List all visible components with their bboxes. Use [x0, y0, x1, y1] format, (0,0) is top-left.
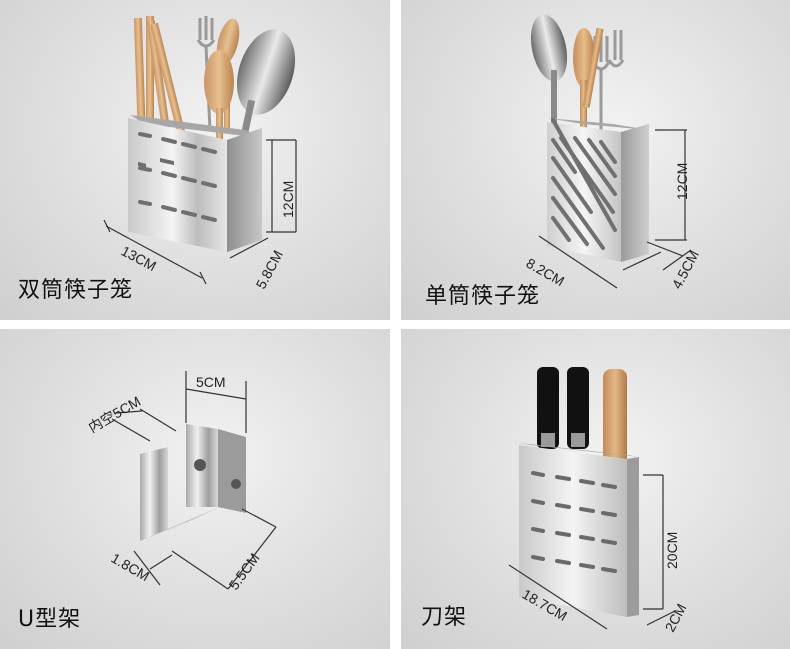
dim-height-label: 12CM: [280, 181, 296, 218]
product-u-rack: 5CM 内空5CM 5.5CM 1.8CM U型架: [0, 329, 390, 649]
dim-depth-label: 1.8CM: [109, 550, 153, 584]
caption-single-holder: 单筒筷子笼: [425, 284, 541, 309]
dim-height-label: 12CM: [674, 163, 690, 200]
u-rack-illustration: 5CM 内空5CM 5.5CM 1.8CM: [86, 371, 277, 593]
dimension-lines: [538, 129, 692, 289]
product-double-chopstick-holder: 13CM 5.8CM 12CM 双筒筷子笼: [0, 0, 390, 320]
dim-inner-label: 内空5CM: [86, 393, 144, 436]
caption-knife-rack: 刀架: [421, 605, 468, 630]
double-holder-box: [128, 115, 262, 252]
single-holder-illustration: 8.2CM 4.5CM 12CM: [524, 14, 702, 291]
caption-u-rack: U型架: [18, 607, 82, 632]
knife-handles: [537, 367, 627, 467]
dimension-lines: [508, 474, 676, 630]
single-holder-box: [547, 118, 649, 262]
dim-depth-label: 4.5CM: [669, 247, 702, 291]
dim-width-label: 13CM: [119, 243, 159, 275]
screw-hole-icon: [194, 459, 206, 471]
dim-top-label: 5CM: [196, 374, 226, 390]
screw-hole-icon: [231, 479, 241, 489]
steel-spoon: [236, 29, 296, 115]
chopsticks: [133, 16, 185, 137]
product-knife-rack: 18.7CM 2CM 20CM 刀架: [401, 329, 790, 649]
u-rack: [140, 424, 246, 541]
steel-spoon: [530, 14, 568, 82]
knife-rack-illustration: 18.7CM 2CM 20CM: [508, 367, 690, 635]
wooden-spatula: [204, 50, 234, 114]
knife-rack-body: [519, 443, 639, 617]
dim-depth-label: 2CM: [662, 601, 690, 635]
dimension-lines: [111, 371, 277, 590]
caption-double-holder: 双筒筷子笼: [18, 278, 134, 303]
dim-depth-label: 5.8CM: [253, 247, 286, 291]
double-holder-illustration: 13CM 5.8CM 12CM: [103, 16, 297, 291]
dim-height-label: 20CM: [664, 532, 680, 569]
dim-width-label: 5.5CM: [225, 550, 262, 593]
dimension-lines: [103, 139, 297, 285]
product-single-chopstick-holder: 8.2CM 4.5CM 12CM 单筒筷子笼: [401, 0, 790, 320]
